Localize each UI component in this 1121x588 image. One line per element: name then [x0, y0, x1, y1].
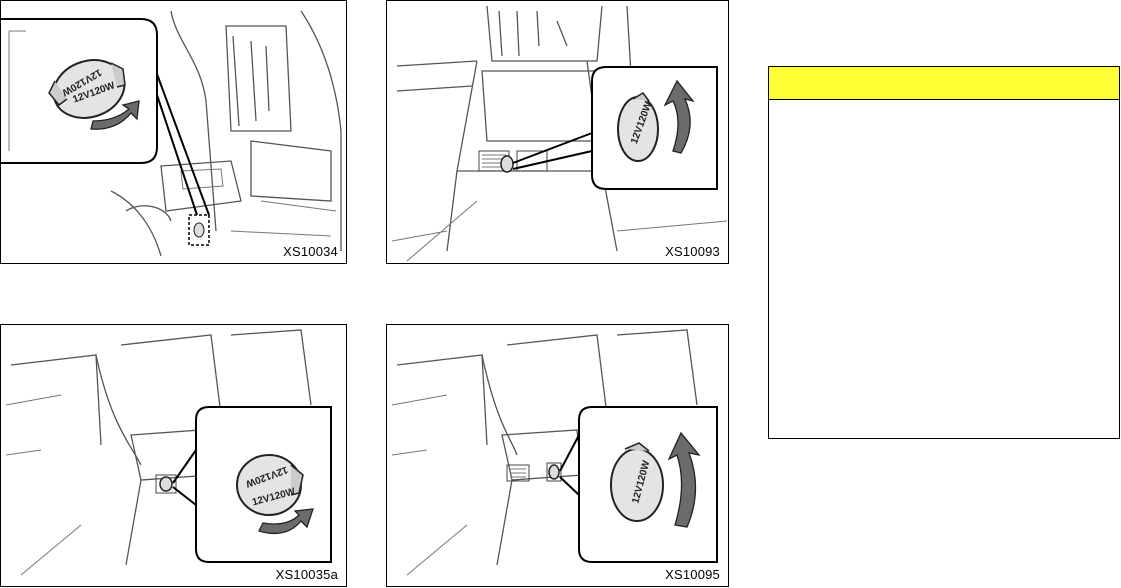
figure-rear-seat-outlet-alt: 12V120W XS10095 [386, 324, 729, 587]
caution-box [768, 66, 1120, 439]
figure-front-console-outlet: 12V120W 12V120W XS10034 [0, 0, 347, 264]
rear-seat-illustration: 12V120W 12V120W [1, 325, 346, 586]
caution-header-bar [769, 67, 1119, 100]
figure-code: XS10034 [283, 244, 338, 259]
figure-code: XS10035a [276, 567, 338, 582]
front-console-illustration: 12V120W 12V120W [1, 1, 346, 263]
rear-seat-alt-illustration: 12V120W [387, 325, 728, 586]
rear-console-illustration: 12V120W [387, 1, 728, 263]
figure-rear-console-outlet: 12V120W XS10093 [386, 0, 729, 264]
figure-rear-seat-outlet: 12V120W 12V120W XS10035a [0, 324, 347, 587]
figure-code: XS10095 [665, 567, 720, 582]
figure-code: XS10093 [665, 244, 720, 259]
